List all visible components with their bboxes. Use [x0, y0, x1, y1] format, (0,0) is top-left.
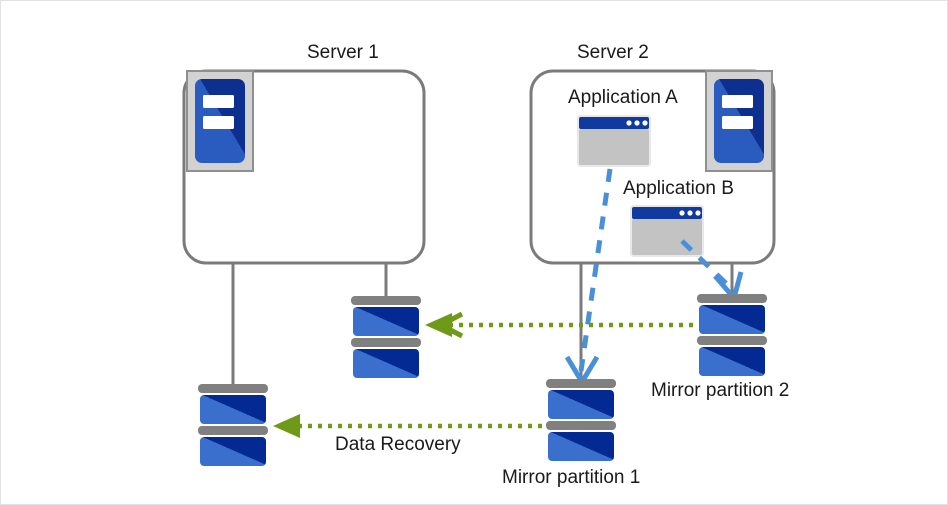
flow-data-recovery [273, 414, 542, 438]
disk-server1-right[interactable] [351, 296, 421, 378]
server-2-label: Server 2 [577, 42, 649, 63]
disk-mirror-1[interactable] [546, 379, 616, 461]
mirror-partition-1-label: Mirror partition 1 [502, 467, 641, 488]
server-1-label: Server 1 [307, 42, 379, 63]
server-1-icon [186, 70, 254, 172]
disk-server1-left[interactable] [198, 384, 268, 466]
connector-lines [231, 263, 734, 384]
application-a-icon [577, 115, 651, 167]
disk-mirror-2[interactable] [697, 294, 767, 376]
application-b-icon [630, 205, 704, 257]
flow-mirror-recovery [425, 311, 693, 339]
server-2-icon [705, 70, 773, 172]
data-recovery-label: Data Recovery [335, 434, 461, 455]
application-b-label: Application B [623, 178, 734, 199]
mirror-partition-2-label: Mirror partition 2 [651, 380, 790, 401]
application-a-label: Application A [568, 87, 678, 108]
